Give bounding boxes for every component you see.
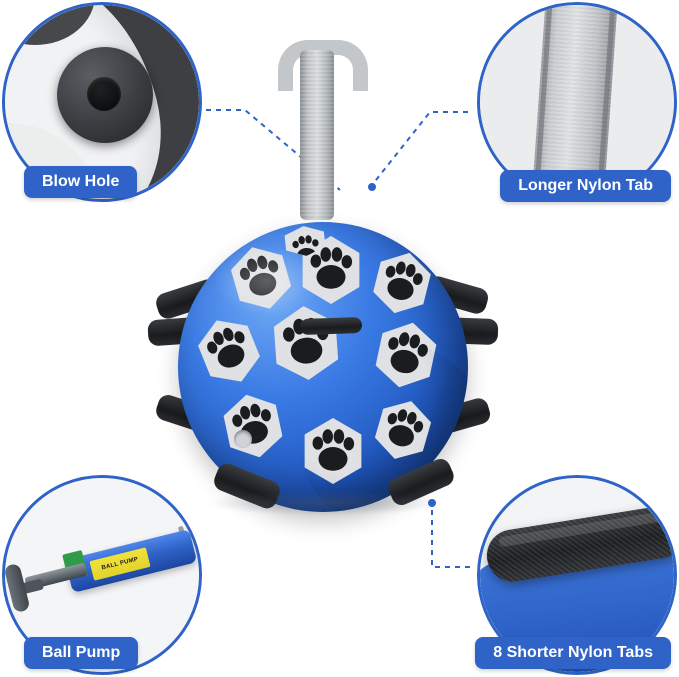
leader-dot-shorter-tabs: [428, 499, 436, 507]
paw-print-icon: [366, 246, 439, 319]
paw-print-icon: [216, 388, 290, 462]
panel-white-4: [188, 309, 270, 393]
callout-longer-nylon-tab: [477, 2, 677, 202]
panel-white-1: [222, 239, 299, 318]
ball-blow-hole: [234, 430, 252, 448]
label-ball-pump: Ball Pump: [24, 637, 139, 669]
panel-white-3: [365, 246, 438, 321]
panel-white-9: [367, 393, 439, 467]
paw-print-icon: [188, 309, 269, 390]
long-nylon-tab: [300, 50, 334, 220]
label-longer-nylon-tab: Longer Nylon Tab: [500, 170, 671, 202]
paw-print-icon: [367, 393, 439, 465]
nylon-tab-front-center: [299, 316, 363, 336]
paw-print-icon: [310, 247, 353, 289]
paw-print-icon: [368, 316, 444, 392]
paw-print-icon: [312, 429, 355, 471]
ball-body: [178, 222, 468, 512]
leader-shorter-nylon-tabs: [431, 505, 470, 568]
paw-print-icon: [222, 239, 299, 316]
panel-white-6: [368, 316, 444, 394]
dog-soccer-ball-photo: [147, 40, 530, 520]
blow-hole-opening: [87, 77, 121, 111]
label-shorter-nylon-tabs: 8 Shorter Nylon Tabs: [475, 637, 671, 669]
label-blow-hole: Blow Hole: [24, 166, 138, 198]
panel-white-7: [216, 388, 290, 463]
ball-ground-shadow: [206, 490, 444, 516]
ball-highlight: [212, 246, 322, 316]
leader-dot-nylon-tab: [368, 183, 376, 191]
leader-longer-nylon-tab: [371, 111, 468, 186]
